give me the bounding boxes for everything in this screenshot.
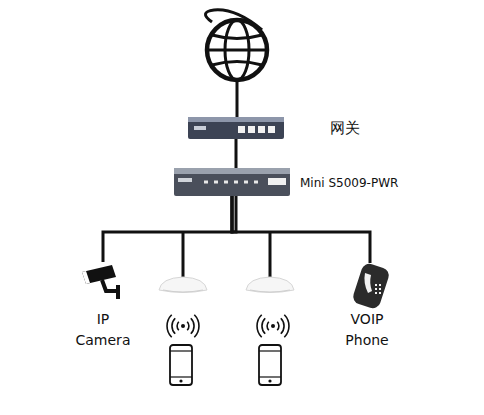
device-ports (204, 181, 258, 184)
wifi-symbol (167, 315, 199, 338)
device-logo (194, 126, 206, 130)
camera-mount (102, 280, 118, 299)
device-label: IP Camera (73, 309, 133, 351)
device-port (248, 126, 255, 133)
internet-globe (205, 10, 267, 80)
access-point (159, 277, 207, 293)
globe-latitudes (207, 35, 267, 65)
device-label: Mini S5009-PWR (300, 176, 440, 191)
smartphone (170, 345, 192, 385)
camera-body (82, 265, 116, 284)
network-cable (232, 196, 370, 263)
voip-phone-icon (348, 263, 392, 307)
device-port (268, 126, 275, 133)
gateway-device: 网关 (188, 117, 284, 139)
uplink-wire (236, 82, 239, 117)
ip-camera: IP Camera (80, 262, 126, 302)
globe-outline (207, 20, 267, 80)
ap-drop-wire (182, 232, 185, 277)
poe-switch: Mini S5009-PWR (174, 168, 290, 196)
camera-lens (82, 271, 90, 284)
smartphone (259, 345, 281, 385)
ap-drop-wire (269, 232, 272, 277)
device-label (268, 178, 286, 185)
device-port (258, 126, 265, 133)
voip-phone: VOIP Phone (348, 263, 392, 307)
device-port (238, 126, 245, 133)
device-label: VOIP Phone (335, 309, 399, 351)
gateway-device-icon (188, 117, 284, 139)
ip-camera-icon (80, 262, 126, 302)
phone-handset (364, 273, 372, 293)
globe-orbit (205, 10, 262, 30)
device-body (174, 168, 290, 196)
access-point (246, 277, 294, 293)
wifi-symbol (257, 315, 289, 338)
device-top (188, 117, 284, 122)
device-top (174, 168, 290, 174)
device-logo (178, 178, 192, 182)
network-cable (103, 196, 232, 262)
device-label: 网关 (330, 120, 390, 137)
phone-keypad (375, 285, 381, 293)
phone-body (351, 262, 391, 311)
poe-switch-icon (174, 168, 290, 196)
device-body (188, 117, 284, 139)
